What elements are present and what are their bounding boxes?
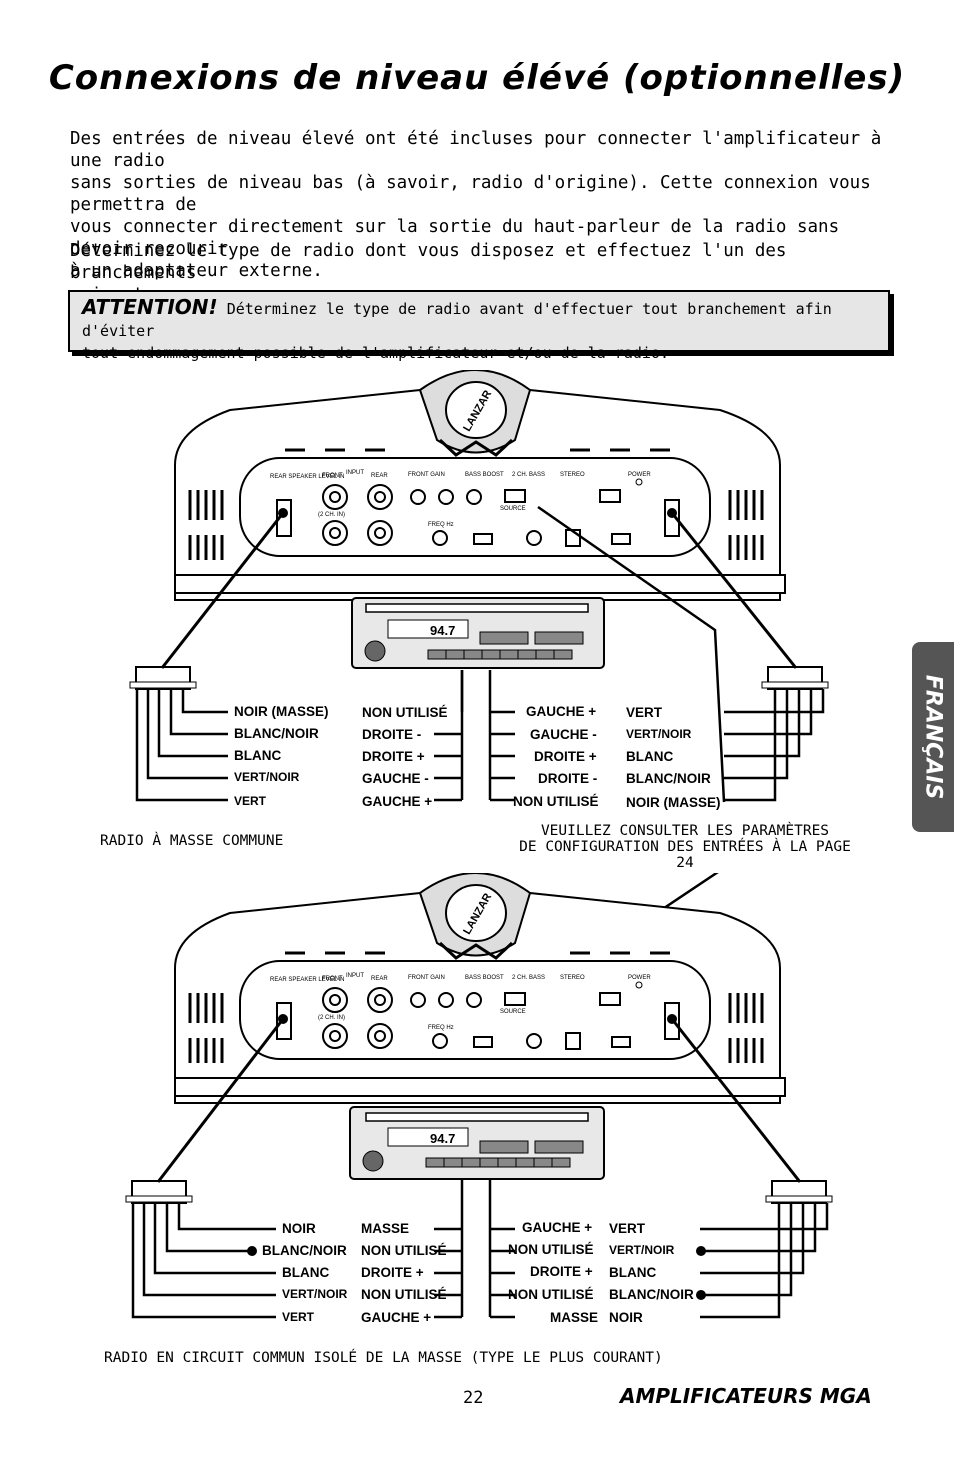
intro-line: vous connecter directement sur la sortie…	[70, 217, 840, 259]
d1-note-line: VEUILLEZ CONSULTER LES PARAMÈTRES	[540, 823, 830, 839]
amp-label-rear: REAR	[371, 473, 388, 479]
d2-left-wire-4: VERT/NOIR	[282, 1287, 348, 1301]
d1-radio-right-2: GAUCHE -	[530, 727, 597, 742]
d2-right-wire-1: VERT	[609, 1221, 646, 1236]
d2-right-wire-2: VERT/NOIR	[609, 1243, 675, 1257]
amp-label-front-gain: FRONT GAIN	[408, 975, 445, 981]
attention-line: Déterminez le type de radio avant d'effe…	[82, 300, 832, 340]
amp-label-front: FRONT	[322, 473, 343, 479]
d1-radio-right-1: GAUCHE +	[526, 704, 597, 719]
d1-radio-left-5: GAUCHE +	[362, 794, 433, 809]
d2-right-wire-4: BLANC/NOIR	[609, 1287, 694, 1302]
page-title: Connexions de niveau élévé (optionnelles…	[48, 58, 906, 98]
amp-label-2ch-bass: 2 CH. BASS	[512, 975, 545, 981]
d1-radio-left-1: NON UTILISÉ	[362, 705, 448, 720]
d1-right-wire-1: VERT	[626, 705, 663, 720]
harness-connector-right	[761, 666, 829, 690]
intro-paragraph: Des entrées de niveau élevé ont été incl…	[70, 128, 896, 282]
d2-left-wire-3: BLANC	[282, 1265, 330, 1280]
attention-word: ATTENTION!	[82, 295, 218, 319]
amp-label-power: POWER	[628, 975, 651, 981]
intro-line: à un adaptateur externe.	[70, 261, 323, 281]
amp-label-input: INPUT	[346, 470, 364, 476]
amp-label-freq: FREQ Hz	[428, 1025, 454, 1031]
intro-line: Des entrées de niveau élevé ont été incl…	[70, 129, 882, 171]
d1-left-wire-2: BLANC/NOIR	[234, 726, 319, 741]
wiring-diagram-common-ground: LANZAR REAR SPEAKER LEVEL IN FRONT INPUT	[129, 370, 829, 803]
amp-label-rear-speaker: REAR SPEAKER LEVEL IN	[270, 474, 344, 480]
d2-left-wire-2: BLANC/NOIR	[262, 1243, 347, 1258]
d1-radio-right-4: DROITE -	[538, 771, 598, 786]
d1-right-wire-4: BLANC/NOIR	[626, 771, 711, 786]
d2-radio-left-3: DROITE +	[361, 1265, 424, 1280]
radio-head-unit: 94.7	[349, 1106, 605, 1180]
d2-left-wire-1: NOIR	[282, 1221, 316, 1236]
d2-radio-left-1: MASSE	[361, 1221, 410, 1236]
amp-label-freq: FREQ Hz	[428, 522, 454, 528]
amp-label-rear: REAR	[371, 976, 388, 982]
harness-connector-right	[765, 1180, 833, 1204]
instruction-line: Déterminez le type de radio dont vous di…	[70, 241, 787, 283]
amp-label-front-gain: FRONT GAIN	[408, 472, 445, 478]
d2-radio-right-2: NON UTILISÉ	[508, 1242, 594, 1257]
d1-radio-left-2: DROITE -	[362, 727, 422, 742]
d1-radio-left-3: DROITE +	[362, 749, 425, 764]
page-number: 22	[463, 1388, 484, 1408]
amp-label-2ch-in: (2 CH. IN)	[318, 512, 345, 518]
d2-radio-left-4: NON UTILISÉ	[361, 1287, 447, 1302]
radio-frequency: 94.7	[430, 623, 455, 638]
d1-right-wire-2: VERT/NOIR	[626, 727, 692, 741]
d1-radio-right-5: NON UTILISÉ	[513, 794, 599, 809]
radio-frequency: 94.7	[430, 1131, 455, 1146]
d2-right-wire-3: BLANC	[609, 1265, 657, 1280]
amp-label-front: FRONT	[322, 976, 343, 982]
d2-radio-right-4: NON UTILISÉ	[508, 1287, 594, 1302]
intro-line: sans sorties de niveau bas (à savoir, ra…	[70, 173, 871, 215]
wiring-diagram-isolated-ground: LANZAR REAR SPEAKER LEVEL IN FRONT INPUT…	[125, 873, 833, 1319]
d1-left-wire-4: VERT/NOIR	[234, 770, 300, 784]
d2-radio-left-5: GAUCHE +	[361, 1310, 432, 1325]
d1-right-wire-5: NOIR (MASSE)	[626, 795, 721, 810]
amp-label-rear-speaker: REAR SPEAKER LEVEL IN	[270, 977, 344, 983]
amp-label-power: POWER	[628, 472, 651, 478]
amplifier-illustration: LANZAR REAR SPEAKER LEVEL IN FRONT INPUT	[174, 370, 786, 601]
d1-caption: RADIO À MASSE COMMUNE	[100, 833, 284, 849]
d1-left-wire-1: NOIR (MASSE)	[234, 704, 329, 719]
d1-left-wire-5: VERT	[234, 794, 267, 808]
d2-radio-left-2: NON UTILISÉ	[361, 1243, 447, 1258]
d2-caption: RADIO EN CIRCUIT COMMUN ISOLÉ DE LA MASS…	[104, 1350, 663, 1366]
d1-right-wire-3: BLANC	[626, 749, 674, 764]
amp-label-bass-boost: BASS BOOST	[465, 472, 504, 478]
radio-head-unit: 94.7	[351, 597, 605, 669]
language-tab: FRANÇAIS	[912, 642, 954, 832]
d1-radio-right-3: DROITE +	[534, 749, 597, 764]
amp-label-2ch-bass: 2 CH. BASS	[512, 472, 545, 478]
d1-radio-left-4: GAUCHE -	[362, 771, 429, 786]
d1-note: VEUILLEZ CONSULTER LES PARAMÈTRES DE CON…	[508, 823, 862, 871]
amp-label-source: SOURCE	[500, 1009, 526, 1015]
amp-label-input: INPUT	[346, 973, 364, 979]
footer-brand: AMPLIFICATEURS MGA	[620, 1384, 872, 1408]
d2-left-wire-5: VERT	[282, 1310, 315, 1324]
amp-label-stereo: STEREO	[560, 472, 585, 478]
attention-line: tout endommagement possible de l'amplifi…	[82, 344, 669, 362]
d1-note-line: DE CONFIGURATION DES ENTRÉES À LA PAGE 2…	[519, 839, 851, 871]
amp-label-2ch-in: (2 CH. IN)	[318, 1015, 345, 1021]
d2-right-wire-5: NOIR	[609, 1310, 643, 1325]
harness-connector-left	[129, 666, 197, 690]
attention-box: ATTENTION! Déterminez le type de radio a…	[68, 290, 890, 362]
amplifier-illustration: LANZAR REAR SPEAKER LEVEL IN FRONT INPUT…	[174, 873, 786, 1104]
amp-label-stereo: STEREO	[560, 975, 585, 981]
harness-connector-left	[125, 1180, 193, 1204]
d2-radio-right-5: MASSE	[550, 1310, 599, 1325]
d2-radio-right-1: GAUCHE +	[522, 1220, 593, 1235]
amp-label-source: SOURCE	[500, 506, 526, 512]
d1-left-wire-3: BLANC	[234, 748, 282, 763]
d2-radio-right-3: DROITE +	[530, 1264, 593, 1279]
amp-label-bass-boost: BASS BOOST	[465, 975, 504, 981]
